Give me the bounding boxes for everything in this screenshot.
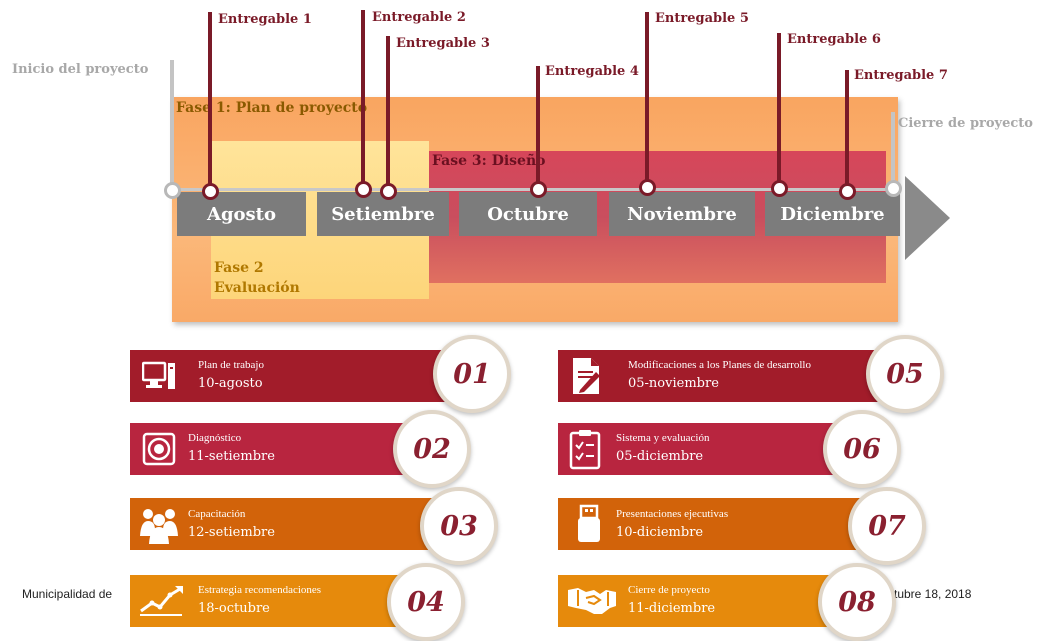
phase-3-label: Fase 3: Diseño [432,153,546,169]
deliverable-4-marker [530,181,547,198]
clipboard-check-icon [568,428,602,470]
card-03-date: 12-setiembre [188,525,275,540]
start-label: Inicio del proyecto [12,62,149,77]
deliverable-7-marker [839,183,856,200]
card-01: Plan de trabajo 10-agosto [130,350,460,402]
card-02-number: 02 [413,433,451,465]
deliverable-5-pin [645,12,649,182]
month-agosto: Agosto [177,192,306,236]
deliverable-6-marker [771,180,788,197]
card-05-number: 05 [886,358,924,390]
deliverable-6-label: Entregable 6 [787,32,881,47]
card-04-date: 18-octubre [198,601,270,616]
deliverable-4-label: Entregable 4 [545,64,639,79]
month-setiembre: Setiembre [317,192,449,236]
footer-left-text: Municipalidad de [22,587,113,601]
deliverable-7-label: Entregable 7 [854,68,948,83]
phase-2-label-line1: Fase 2 [214,260,264,276]
deliverable-5-label: Entregable 5 [655,11,749,26]
card-07-title: Presentaciones ejecutivas [616,508,729,520]
card-04-number: 04 [407,586,445,618]
card-02: Diagnóstico 11-setiembre [130,423,410,475]
card-03: Capacitación 12-setiembre [130,498,440,550]
card-03-title: Capacitación [188,508,246,520]
card-05-date: 05-noviembre [628,376,719,391]
card-01-number-badge: 01 [433,335,511,413]
start-marker [164,182,181,199]
month-diciembre: Diciembre [765,192,900,236]
phase-1-label: Fase 1: Plan de proyecto [176,100,368,116]
month-octubre: Octubre [459,192,597,236]
card-08-number: 08 [838,586,876,618]
card-05-number-badge: 05 [866,335,944,413]
card-02-date: 11-setiembre [188,449,275,464]
start-pin [170,60,174,186]
deliverable-4-pin [536,66,540,184]
card-06: Sistema y evaluación 05-diciembre [558,423,838,475]
card-07-number-badge: 07 [848,487,926,565]
card-07: Presentaciones ejecutivas 10-diciembre [558,498,868,550]
chart-trend-icon [138,583,184,617]
card-04-number-badge: 04 [387,563,465,641]
end-marker [885,180,902,197]
card-04: Estrategia recomendaciones 18-octubre [130,575,420,627]
document-edit-icon [570,356,604,396]
card-06-number-badge: 06 [823,410,901,488]
computer-icon [142,361,176,391]
card-03-number-badge: 03 [420,487,498,565]
target-icon [142,432,176,466]
card-05-title: Modificaciones a los Planes de desarroll… [628,359,811,371]
deliverable-2-pin [361,10,365,184]
deliverable-3-label: Entregable 3 [396,36,490,51]
card-02-number-badge: 02 [393,410,471,488]
deliverable-7-pin [845,70,849,186]
deliverable-3-marker [380,183,397,200]
card-08: Cierre de proyecto 11-diciembre [558,575,848,627]
card-01-date: 10-agosto [198,376,263,391]
card-05: Modificaciones a los Planes de desarroll… [558,350,888,402]
handshake-icon [566,584,618,616]
deliverable-1-label: Entregable 1 [218,12,312,27]
card-06-title: Sistema y evaluación [616,432,710,444]
card-01-number: 01 [453,358,491,390]
deliverable-5-marker [639,179,656,196]
card-07-date: 10-diciembre [616,525,704,540]
end-pin [891,112,895,182]
card-01-title: Plan de trabajo [198,359,264,371]
card-03-number: 03 [440,510,478,542]
deliverable-1-marker [202,183,219,200]
deliverable-6-pin [777,33,781,183]
deliverable-1-pin [208,12,212,186]
people-icon [138,506,180,544]
card-06-number: 06 [843,433,881,465]
card-08-number-badge: 08 [818,563,896,641]
deliverable-2-label: Entregable 2 [372,10,466,25]
deliverable-3-pin [386,36,390,186]
timeline-arrow-icon [905,176,950,260]
card-07-number: 07 [868,510,906,542]
usb-drive-icon [576,504,602,544]
card-02-title: Diagnóstico [188,432,242,444]
card-04-title: Estrategia recomendaciones [198,584,322,596]
card-08-title: Cierre de proyecto [628,584,710,596]
card-06-date: 05-diciembre [616,449,704,464]
card-08-date: 11-diciembre [628,601,716,616]
footer-right-text: ctubre 18, 2018 [888,587,972,601]
month-noviembre: Noviembre [609,192,755,236]
phase-2-label-line2: Evaluación [214,280,300,296]
end-label: Cierre de proyecto [898,116,1033,131]
deliverable-2-marker [355,181,372,198]
